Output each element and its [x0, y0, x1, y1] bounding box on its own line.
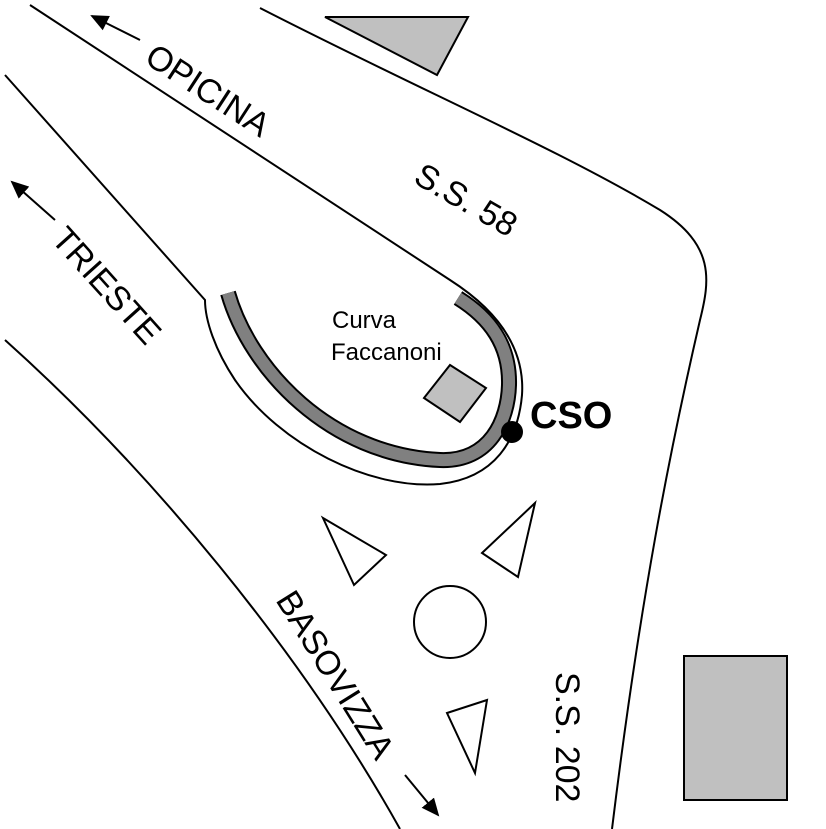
label-opicina: OPICINA: [139, 37, 277, 145]
road-basovizza-edge: [4, 339, 401, 829]
label-basovizza: BASOVIZZA: [268, 584, 402, 766]
cso-marker: [501, 421, 523, 443]
label-curva: Curva: [332, 307, 397, 334]
traffic-island-left: [320, 515, 388, 587]
arrow-opicina-icon: [90, 15, 141, 41]
roundabout: [413, 585, 487, 659]
traffic-island-bottom: [445, 698, 489, 777]
road-curva-loop: [4, 4, 524, 486]
label-trieste: TRIESTE: [44, 220, 168, 352]
label-ss58: S.S. 58: [408, 156, 524, 245]
building-curva: [422, 363, 488, 424]
label-cso: CSO: [530, 395, 612, 437]
label-faccanoni: Faccanoni: [331, 339, 442, 366]
building-top: [324, 16, 470, 77]
arrow-trieste-icon: [10, 180, 56, 221]
arrow-basovizza-icon: [404, 774, 440, 817]
traffic-island-right: [480, 500, 537, 579]
building-bottom-right: [683, 655, 788, 801]
road-ss58-outer: [259, 7, 708, 829]
label-ss202: S.S. 202: [548, 672, 586, 802]
